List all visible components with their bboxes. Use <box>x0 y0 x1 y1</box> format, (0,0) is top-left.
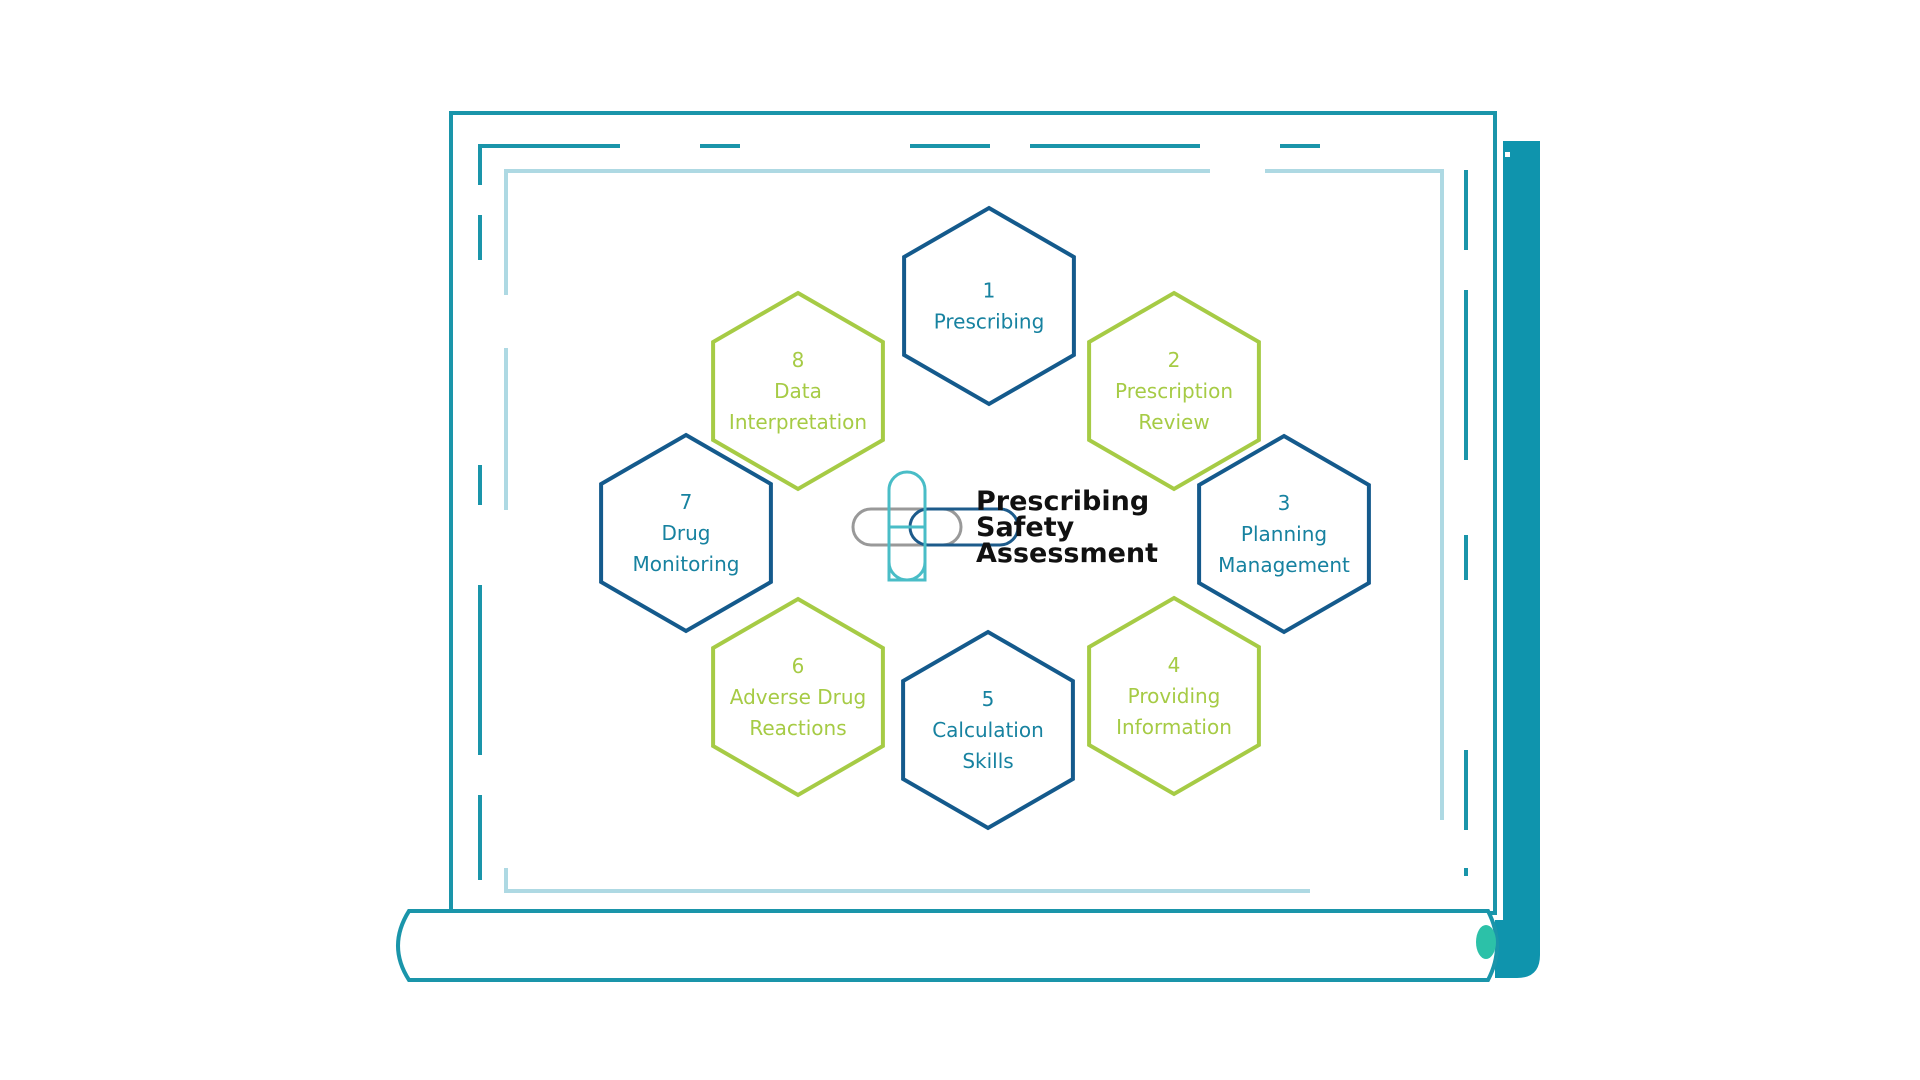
hexagon-label: Adverse Drug <box>730 685 866 709</box>
hexagon-label: Planning <box>1241 522 1327 546</box>
hexagon-label: Prescription <box>1115 379 1233 403</box>
hexagon-shape <box>901 629 1075 831</box>
hexagon-ring: 1Prescribing2PrescriptionReview3Planning… <box>599 205 1371 831</box>
logo-mark <box>851 470 1020 582</box>
logo-line-2: Safety <box>976 512 1075 543</box>
hexagon-shape <box>599 432 773 634</box>
hexagon-number: 1 <box>983 279 996 303</box>
hexagon-label: Monitoring <box>633 552 740 576</box>
dashed-border-inner <box>504 169 1444 893</box>
hexagon-label: Information <box>1116 715 1232 739</box>
hexagon-label: Prescribing <box>934 310 1045 334</box>
hexagon-shape <box>902 205 1076 407</box>
hexagon-number: 8 <box>792 348 805 372</box>
logo-line-3: Assessment <box>976 538 1158 569</box>
hexagon-number: 2 <box>1168 348 1181 372</box>
hexagon-label: Data <box>774 379 822 403</box>
logo: Prescribing Safety Assessment <box>851 470 1158 582</box>
hexagon-shape <box>711 290 885 492</box>
hexagon-shape <box>1197 433 1371 635</box>
hexagon-number: 3 <box>1278 491 1291 515</box>
hexagon-label: Providing <box>1128 684 1221 708</box>
hexagon-number: 4 <box>1168 653 1181 677</box>
hexagon-label: Reactions <box>749 716 846 740</box>
hexagon-label: Management <box>1218 553 1350 577</box>
hexagon-shape <box>1087 595 1261 797</box>
paper-roll-bottom <box>396 909 1499 982</box>
hexagon-label: Calculation <box>932 718 1044 742</box>
hexagon-number: 5 <box>982 687 995 711</box>
hexagon-number: 7 <box>680 490 693 514</box>
hexagon-label: Review <box>1138 410 1209 434</box>
hexagon-shape <box>711 596 885 798</box>
dashed-border-outer <box>478 144 1468 880</box>
hexagon-label: Drug <box>662 521 711 545</box>
logo-line-1: Prescribing <box>976 486 1149 517</box>
hexagon-number: 6 <box>792 654 805 678</box>
hexagon-label: Interpretation <box>729 410 867 434</box>
hexagon-label: Skills <box>962 749 1013 773</box>
hexagon-shape <box>1087 290 1261 492</box>
paper-roll-side <box>1495 141 1540 978</box>
